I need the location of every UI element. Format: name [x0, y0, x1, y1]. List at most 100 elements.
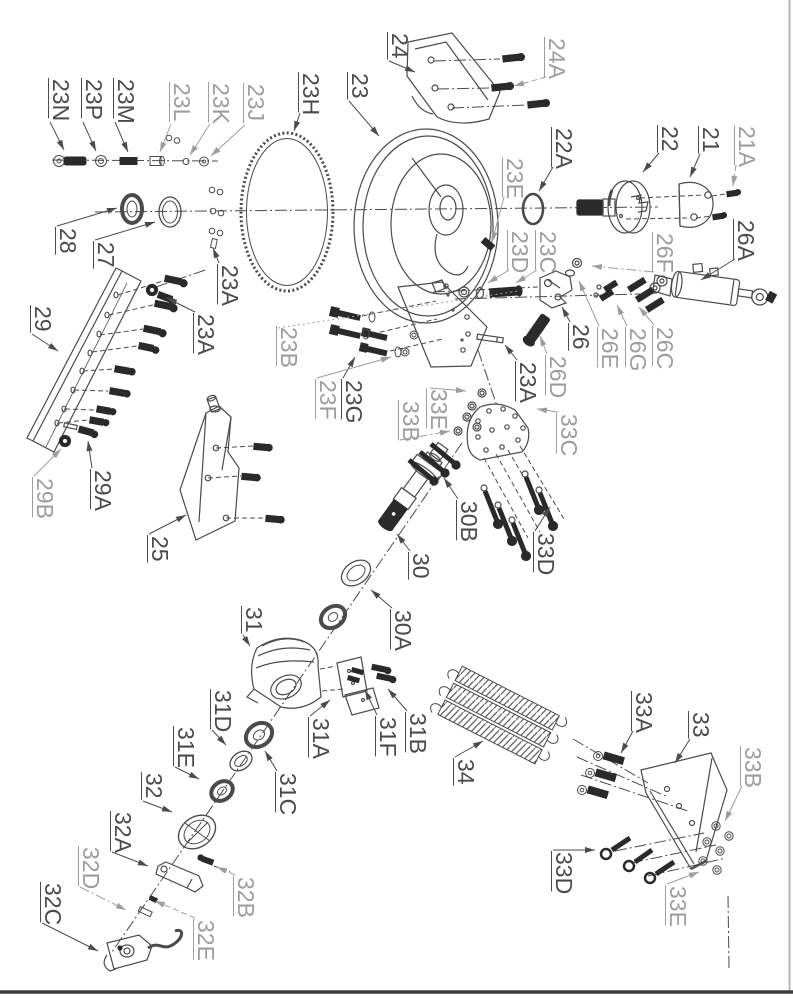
part-32c-handle	[103, 928, 184, 972]
part-22a-oring	[521, 192, 545, 226]
part-label-26F: 26F	[591, 232, 678, 273]
part-label-25: 25	[147, 514, 187, 563]
part-25-bracket	[179, 394, 285, 541]
svg-text:23: 23	[347, 73, 373, 99]
svg-text:23K: 23K	[208, 83, 234, 125]
svg-text:26D: 26D	[545, 356, 571, 398]
svg-text:33B: 33B	[398, 401, 424, 442]
svg-text:24A: 24A	[544, 38, 570, 80]
part-label-31D: 31D	[210, 689, 236, 746]
part-label-31A: 31A	[308, 699, 334, 760]
part-label-33E: 33E	[426, 387, 467, 430]
part-label-23L: 23L	[159, 82, 195, 153]
part-label-31C: 31C	[264, 750, 301, 815]
svg-text:33A: 33A	[631, 692, 657, 734]
part-31d-washer	[229, 750, 253, 772]
part-label-23M: 23M	[113, 78, 139, 153]
svg-text:23P: 23P	[81, 79, 107, 120]
svg-text:31A: 31A	[308, 718, 334, 760]
svg-text:22: 22	[657, 126, 683, 152]
part-label-23N: 23N	[48, 78, 74, 151]
svg-text:23G: 23G	[341, 380, 367, 423]
part-33d-bolts	[599, 835, 676, 885]
svg-text:23A: 23A	[217, 265, 243, 307]
part-label-23D: 23D	[487, 230, 533, 284]
part-label-26D: 26D	[539, 335, 571, 398]
part-label-23G: 23G	[341, 356, 367, 423]
part-label-30A: 30A	[370, 589, 416, 652]
part-34-springs	[430, 665, 568, 765]
part-label-21A: 21A	[731, 125, 760, 187]
part-label-32E: 32E	[154, 900, 219, 961]
part-32-ring	[177, 814, 217, 850]
part-label-29B: 29B	[32, 448, 62, 519]
part-label-26C: 26C	[638, 306, 678, 369]
part-label-33C: 33C	[536, 407, 582, 456]
part-label-33D: 33D	[533, 506, 559, 575]
part-31c-bearing	[243, 720, 275, 750]
svg-text:23H: 23H	[298, 73, 324, 115]
part-31e-bearing	[209, 779, 235, 803]
part-33-bracket	[640, 752, 728, 871]
part-label-32: 32	[141, 772, 173, 813]
svg-text:22A: 22A	[551, 128, 577, 170]
part-label-23H: 23H	[293, 72, 324, 132]
part-label-33E: 33E	[665, 871, 700, 927]
part-label-34: 34	[453, 740, 484, 786]
svg-text:31E: 31E	[173, 727, 199, 768]
part-33be-nuts	[698, 821, 734, 875]
svg-text:23C: 23C	[535, 231, 561, 273]
part-33c-plate	[453, 388, 559, 562]
svg-text:30B: 30B	[456, 501, 482, 542]
part-33a-anchors	[577, 751, 625, 800]
part-label-24A: 24A	[513, 37, 570, 87]
svg-text:23A: 23A	[515, 362, 541, 404]
part-label-23A: 23A	[166, 297, 219, 356]
svg-text:32E: 32E	[193, 920, 219, 961]
svg-text:30A: 30A	[390, 610, 416, 652]
part-label-23: 23	[347, 72, 380, 137]
part-label-27: 27	[93, 221, 156, 269]
part-label-21: 21	[689, 126, 724, 178]
part-label-23E: 23E	[491, 157, 528, 243]
part-23-wheel-housing	[353, 128, 499, 368]
svg-text:32A: 32A	[110, 812, 136, 854]
svg-text:23A: 23A	[193, 314, 219, 356]
part-label-30B: 30B	[443, 477, 482, 542]
part-label-29: 29	[30, 305, 59, 352]
part-label-23C: 23C	[515, 230, 561, 284]
part-label-23A: 23A	[212, 247, 243, 307]
svg-text:29B: 29B	[32, 478, 58, 519]
svg-text:33B: 33B	[740, 747, 766, 788]
part-26-carriage-cluster	[431, 257, 665, 347]
svg-text:29: 29	[30, 306, 56, 332]
part-label-23A: 23A	[504, 344, 541, 404]
svg-text:33D: 33D	[533, 533, 559, 575]
svg-text:32C: 32C	[40, 883, 66, 925]
part-label-23B: 23B	[276, 290, 519, 368]
part-32a-rod	[155, 861, 204, 893]
part-label-30: 30	[396, 533, 434, 580]
part-label-31: 31	[241, 606, 267, 647]
part-label-24: 24	[387, 32, 416, 73]
part-label-31B: 31B	[387, 688, 431, 754]
svg-text:33C: 33C	[556, 414, 582, 456]
part-label-26: 26	[561, 306, 594, 351]
part-label-32A: 32A	[110, 811, 149, 867]
part-label-29A: 29A	[86, 440, 116, 512]
part-27-ring	[158, 196, 182, 228]
svg-text:31B: 31B	[405, 713, 431, 754]
svg-text:32: 32	[141, 773, 167, 799]
svg-text:23N: 23N	[48, 79, 74, 121]
part-label-26A: 26A	[700, 219, 759, 281]
svg-text:33E: 33E	[665, 886, 691, 927]
part-30a-washers	[318, 559, 372, 631]
part-label-33: 33	[674, 711, 714, 764]
part-label-33D: 33D	[551, 847, 595, 894]
svg-text:31: 31	[241, 607, 267, 633]
part-label-32D: 32D	[78, 846, 127, 911]
svg-text:23F: 23F	[315, 380, 341, 420]
svg-text:33E: 33E	[426, 389, 452, 430]
